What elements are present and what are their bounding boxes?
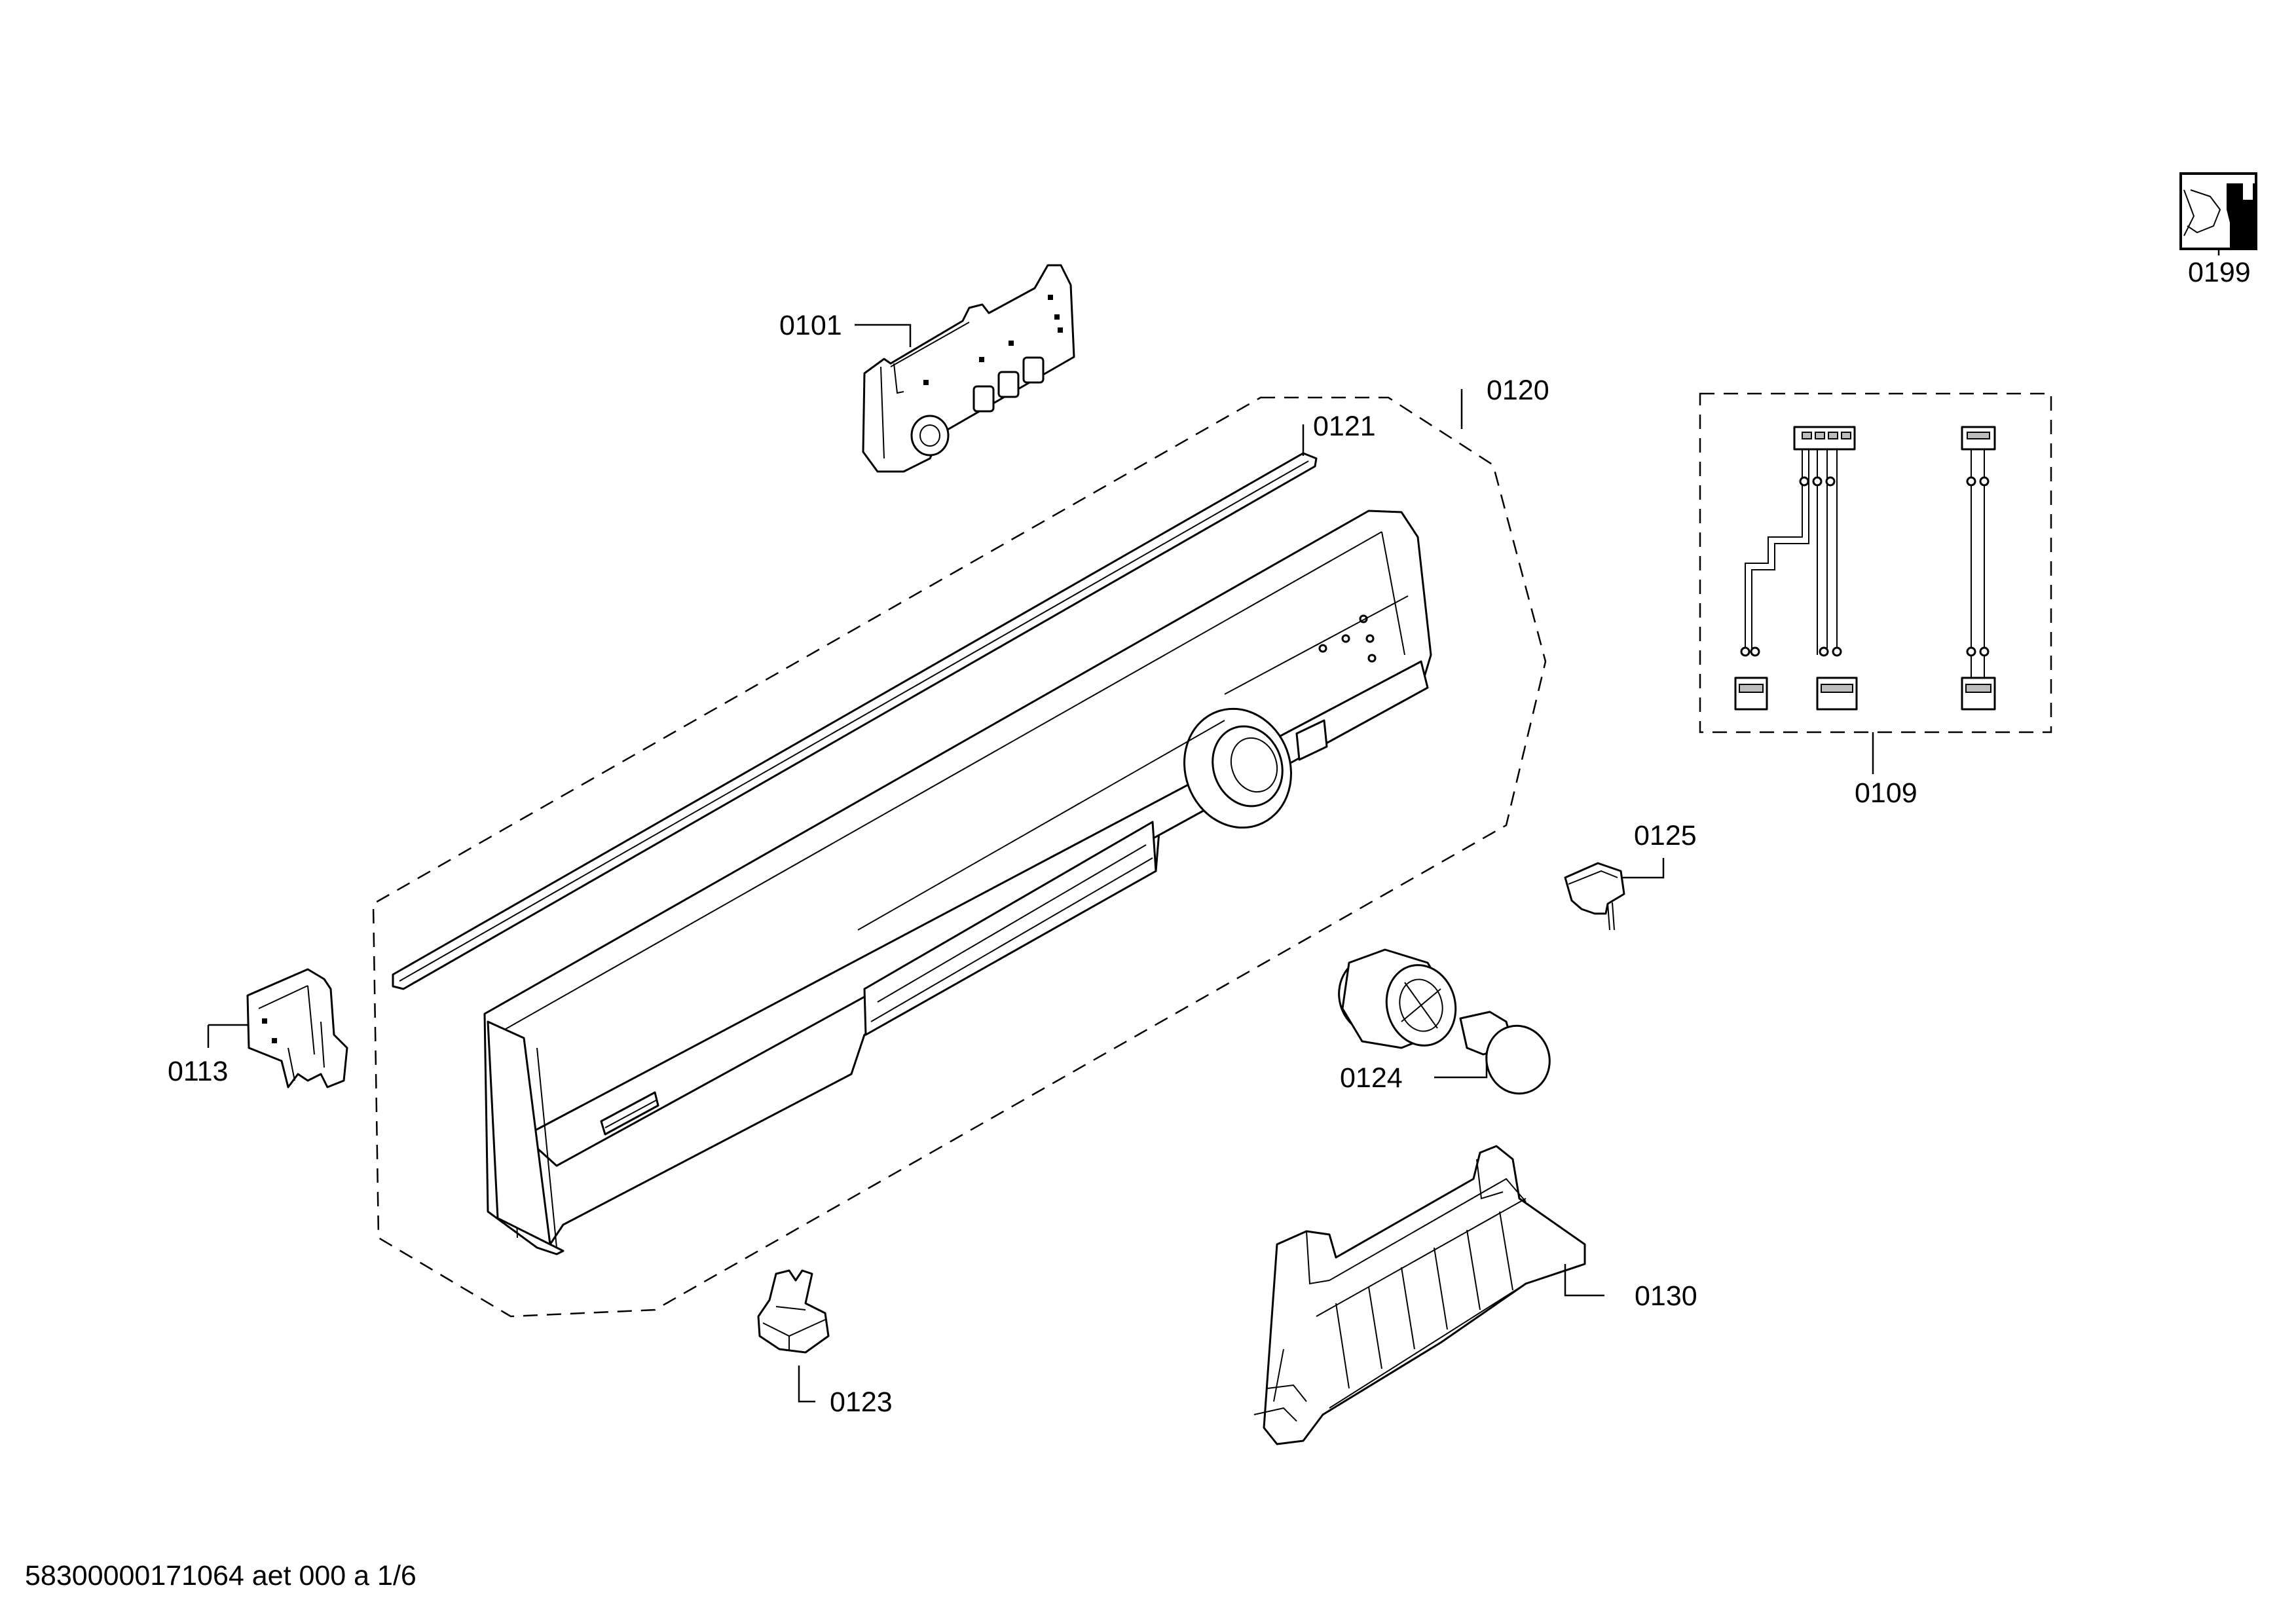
label-0199: 0199	[2188, 257, 2251, 288]
panel-assembly-group-outline	[372, 396, 1547, 1318]
label-0130: 0130	[1635, 1280, 1697, 1312]
latch-part-0123[interactable]	[757, 1269, 830, 1354]
leader-lines	[207, 249, 2220, 1403]
callout-labels: 0101 0120 0121 0199 0109 0125 0113 0124 …	[168, 257, 2251, 1418]
wiring-harness-group[interactable]	[1699, 392, 2052, 734]
label-0101: 0101	[779, 310, 842, 341]
control-module-part[interactable]	[862, 264, 1075, 473]
label-0123: 0123	[830, 1386, 893, 1418]
document-id: 58300000171064 aet 000 a 1/6	[25, 1560, 417, 1591]
label-0121: 0121	[1313, 411, 1376, 442]
label-0125: 0125	[1634, 820, 1697, 851]
wrench-icon[interactable]	[2179, 172, 2257, 250]
label-0120: 0120	[1487, 375, 1549, 406]
label-0109: 0109	[1855, 777, 1917, 809]
bracket-part-0113[interactable]	[246, 968, 348, 1088]
support-bracket-part-0130[interactable]	[1253, 1145, 1586, 1445]
label-0113: 0113	[168, 1056, 228, 1087]
control-panel-fascia-part[interactable]	[483, 510, 1432, 1255]
label-0124: 0124	[1340, 1062, 1403, 1094]
switch-part-0125[interactable]	[1564, 862, 1625, 931]
knob-part-0124[interactable]	[1330, 948, 1557, 1101]
